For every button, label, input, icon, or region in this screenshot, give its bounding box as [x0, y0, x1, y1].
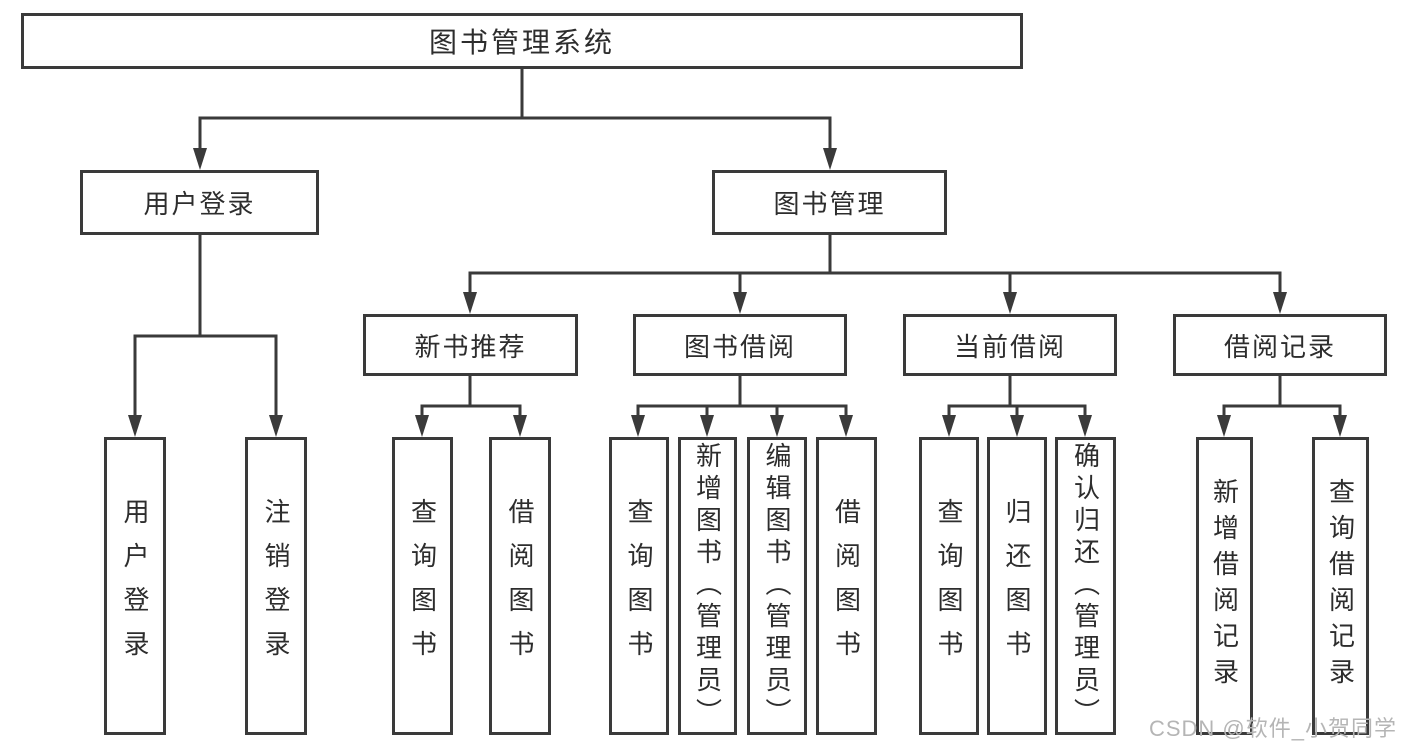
csdn-watermark: CSDN @软件_小贺同学 [1148, 716, 1397, 741]
node-book-management: 图书管理 [712, 170, 947, 235]
node-book-borrowing: 图书借阅 [633, 314, 847, 376]
leaf-user-login: 用户登录 [104, 437, 166, 735]
leaf-query-books-borrow: 查询图书 [609, 437, 669, 735]
node-library-management-system: 图书管理系统 [21, 13, 1023, 69]
node-current-borrowing: 当前借阅 [903, 314, 1117, 376]
leaf-query-books-current: 查询图书 [919, 437, 979, 735]
leaf-borrow-books-recommend: 借阅图书 [489, 437, 551, 735]
leaf-query-books-recommend: 查询图书 [392, 437, 453, 735]
leaf-confirm-return-admin: 确认归还（管理员） [1055, 437, 1116, 735]
leaf-query-borrow-record: 查询借阅记录 [1312, 437, 1369, 735]
leaf-return-books: 归还图书 [987, 437, 1047, 735]
leaf-borrow-books: 借阅图书 [816, 437, 877, 735]
leaf-add-borrow-record: 新增借阅记录 [1196, 437, 1253, 735]
leaf-logout: 注销登录 [245, 437, 307, 735]
node-user-login: 用户登录 [80, 170, 319, 235]
leaf-add-books-admin: 新增图书（管理员） [678, 437, 737, 735]
node-borrowing-records: 借阅记录 [1173, 314, 1387, 376]
node-new-book-recommendation: 新书推荐 [363, 314, 578, 376]
arrowhead-icons [128, 148, 1347, 437]
leaf-edit-books-admin: 编辑图书（管理员） [747, 437, 807, 735]
